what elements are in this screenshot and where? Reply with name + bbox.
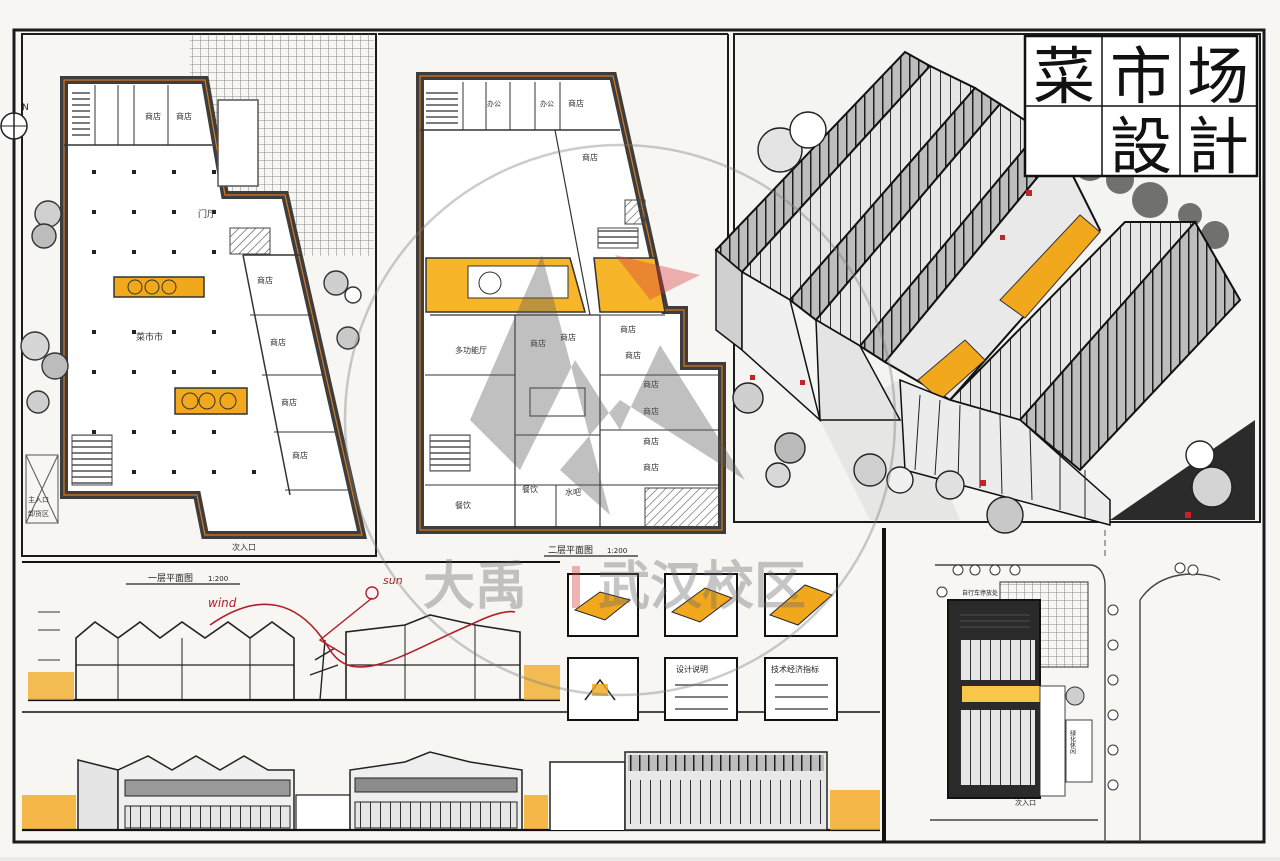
tech-index-box: [764, 657, 838, 721]
ground-shop-label-6: 商店: [292, 450, 308, 460]
title-char-2: 市: [1110, 40, 1172, 113]
wind-label: wind: [208, 596, 237, 610]
upper-office-label-1: 办公: [487, 99, 501, 108]
design-notes-label: 设计说明: [676, 664, 708, 674]
watermark-campus: 武汉校区: [598, 557, 806, 617]
title-char-5: 計: [1187, 110, 1249, 183]
upper-shop-label-1: 商店: [568, 98, 584, 108]
ground-plan-scale: 1:200: [208, 575, 228, 583]
upper-shop-label-2: 商店: [582, 152, 598, 162]
upper-plan-caption: 二层平面图: [548, 545, 593, 556]
north-label: N: [22, 103, 29, 113]
watermark-logo: [470, 255, 745, 515]
upper-shop-label-8: 商店: [643, 406, 659, 416]
upper-dining-label: 餐饮: [455, 500, 471, 510]
ground-shop-label-4: 商店: [270, 337, 286, 347]
red-annotations: [750, 190, 1191, 518]
upper-shop-label-7: 商店: [643, 379, 659, 389]
upper-cafe-label: 水吧: [565, 487, 581, 497]
skylight-2: [174, 387, 248, 415]
upper-shop-label-9: 商店: [643, 436, 659, 446]
title-char-4: 設: [1110, 110, 1172, 183]
upper-office-label-2: 办公: [540, 99, 554, 108]
title-block: 菜 市 场 設 計: [1023, 34, 1259, 183]
watermark: 大禹 武汉校区: [343, 143, 897, 697]
trees-west: [20, 200, 362, 414]
upper-plan-scale: 1:200: [607, 547, 627, 555]
design-notes-box: [664, 657, 738, 721]
upper-void-2: [593, 257, 666, 313]
upper-floor-plan: 办公 办公 商店 商店 多功能厅 商店 商店 商店 商店 商店 商店 商店 商店…: [378, 33, 729, 557]
sun-label: sun: [383, 574, 403, 587]
upper-dining-label-2: 餐饮: [522, 484, 538, 494]
ground-shop-label-2: 商店: [176, 111, 192, 121]
upper-shop-label-5: 商店: [620, 324, 636, 334]
ground-hall-label: 门厅: [198, 208, 216, 220]
trees-aerial: [732, 111, 1233, 534]
site-trees: [936, 562, 1199, 791]
elevations: [22, 751, 880, 832]
ground-shop-label-3: 商店: [257, 275, 273, 285]
title-char-3: 场: [1187, 40, 1249, 113]
upper-hall-label: 多功能厅: [455, 345, 487, 355]
site-plan: 自行车停放处 绿化休闲 次入口: [882, 528, 1221, 842]
ground-loading-label: 卸货区: [28, 509, 49, 518]
sun-icon: [365, 586, 379, 600]
ground-plan-caption: 一层平面图: [148, 573, 193, 584]
ground-entrance-label: 次入口: [232, 542, 256, 552]
ground-market-label: 菜市市: [136, 331, 163, 343]
analysis-diagrams: 设计说明 技术经济指标: [567, 573, 838, 721]
wind-path: [209, 603, 516, 668]
ground-shop-label-5: 商店: [281, 397, 297, 407]
tech-index-label: 技术经济指标: [771, 664, 819, 674]
watermark-brand: 大禹: [423, 557, 527, 617]
section-drawing: 一层平面图 1:200 wind sun: [22, 561, 880, 713]
ground-side-label: 主入口: [28, 495, 49, 504]
watermark-ring: [343, 143, 897, 697]
site-parking-label: 自行车停放处: [962, 589, 998, 597]
title-char-1: 菜: [1033, 40, 1095, 113]
ground-floor-plan: N 门厅 菜市市 商店 商店 商店 商店 商店 商店 主入口 卸货区 次入口: [0, 33, 377, 557]
upper-shop-label-3: 商店: [530, 338, 546, 348]
site-entrance-label: 次入口: [1015, 798, 1036, 807]
site-green-label: 绿化休闲: [1069, 729, 1076, 755]
ground-shop-label-1: 商店: [145, 111, 161, 121]
sheet-border: [12, 28, 1266, 844]
upper-shop-label-10: 商店: [643, 462, 659, 472]
upper-shop-label-4: 商店: [560, 332, 576, 342]
aerial-perspective: 菜 市 场 設 計: [714, 33, 1261, 534]
upper-shop-label-6: 商店: [625, 350, 641, 360]
